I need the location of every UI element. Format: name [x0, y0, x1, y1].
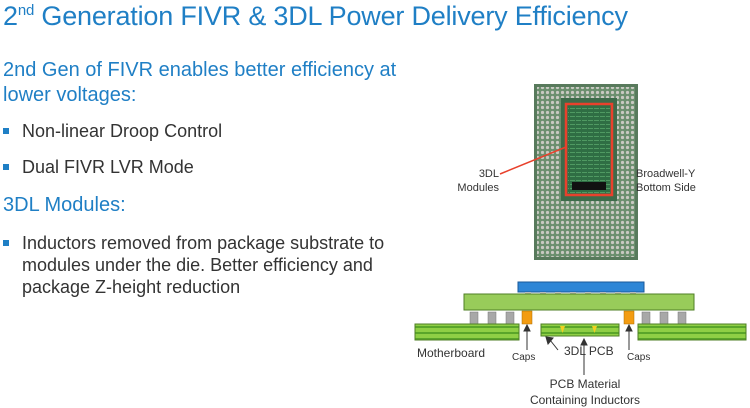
package-photo	[499, 84, 638, 260]
package-substrate-layer	[463, 293, 695, 311]
die	[517, 281, 645, 293]
label-caps-left: Caps	[512, 352, 536, 363]
3dl-pcb	[540, 323, 620, 337]
bullet-text: Dual FIVR LVR Mode	[22, 157, 194, 177]
title-ordinal: nd	[17, 2, 35, 19]
title-number: 2	[3, 1, 18, 31]
label-text: 3DL Modules	[457, 168, 499, 194]
label-3dl-modules: 3DL Modules	[452, 167, 499, 195]
bullet-text: Non-linear Droop Control	[22, 121, 223, 141]
label-3dl-pcb: 3DL PCB	[564, 344, 614, 358]
motherboard-left	[414, 323, 520, 341]
motherboard-right	[637, 323, 747, 341]
label-text: PCB Material Containing Inductors	[529, 377, 641, 407]
3dl-module-area	[568, 103, 610, 193]
bullet-square-icon	[3, 240, 9, 246]
cap-left	[521, 310, 533, 325]
label-broadwell: Broadwell-Y Bottom Side	[636, 167, 696, 195]
callout-line	[499, 146, 567, 175]
heading-3dl: 3DL Modules:	[3, 194, 126, 216]
bullet-square-icon	[3, 128, 9, 134]
label-text: Broadwell-Y Bottom Side	[636, 168, 696, 194]
highlight-box	[564, 102, 614, 197]
label-motherboard: Motherboard	[417, 346, 486, 360]
slide-title: 2nd Generation FIVR & 3DL Power Delivery…	[3, 1, 628, 32]
bullet-text: Inductors removed from package substrate…	[22, 233, 385, 297]
label-pcb-material: PCB Material Containing Inductors	[520, 376, 650, 408]
title-text: Generation FIVR & 3DL Power Delivery Eff…	[34, 1, 628, 31]
cap-right	[623, 310, 635, 325]
bullet-square-icon	[3, 164, 9, 170]
heading-fivr: 2nd Gen of FIVR enables better efficienc…	[3, 59, 397, 106]
cross-section	[414, 281, 747, 375]
label-caps-right: Caps	[627, 352, 651, 363]
